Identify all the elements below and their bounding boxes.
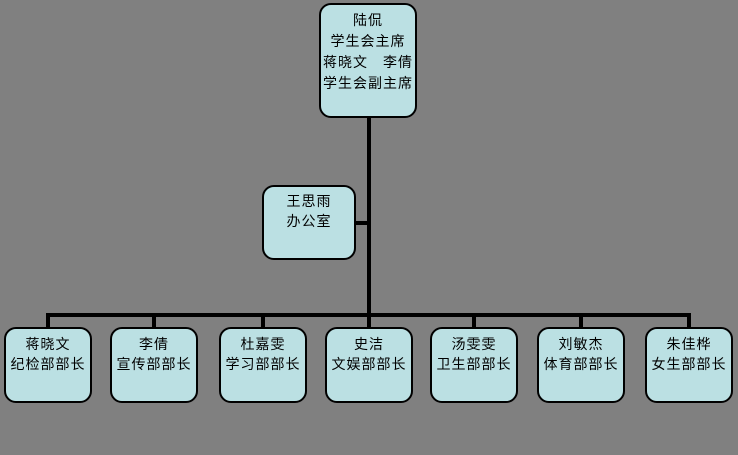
dept-head-name: 蒋晓文 xyxy=(25,337,71,353)
dept-head-name: 刘敏杰 xyxy=(558,337,604,353)
vice-president-title: 学生会副主席 xyxy=(323,76,413,92)
connector-drop-6 xyxy=(579,317,583,328)
vice-president-names: 蒋晓文 李倩 xyxy=(323,55,413,71)
connector-drop-3 xyxy=(261,317,265,328)
office-label: 办公室 xyxy=(286,214,332,230)
dept-head-title: 体育部部长 xyxy=(543,357,619,373)
org-node-recreation-dept[interactable]: 史洁 文娱部部长 xyxy=(325,327,413,403)
connector-horizontal-rail xyxy=(46,313,691,317)
org-node-hygiene-dept[interactable]: 汤雯雯 卫生部部长 xyxy=(430,327,518,403)
dept-head-name: 朱佳桦 xyxy=(666,337,712,353)
org-node-president[interactable]: 陆侃 学生会主席 蒋晓文 李倩 学生会副主席 xyxy=(319,3,417,118)
president-title: 学生会主席 xyxy=(330,34,406,50)
connector-trunk-vertical xyxy=(367,118,371,317)
connector-drop-7 xyxy=(687,317,691,328)
org-node-study-dept[interactable]: 杜嘉雯 学习部部长 xyxy=(219,327,307,403)
connector-drop-1 xyxy=(46,317,50,328)
dept-head-title: 宣传部部长 xyxy=(116,357,192,373)
dept-head-name: 史洁 xyxy=(354,337,384,353)
dept-head-title: 纪检部部长 xyxy=(10,357,86,373)
org-node-sports-dept[interactable]: 刘敏杰 体育部部长 xyxy=(537,327,625,403)
dept-head-name: 杜嘉雯 xyxy=(240,337,286,353)
connector-office-branch xyxy=(354,221,369,225)
dept-head-title: 文娱部部长 xyxy=(331,357,407,373)
connector-drop-4 xyxy=(367,317,371,328)
org-node-publicity-dept[interactable]: 李倩 宣传部部长 xyxy=(110,327,198,403)
connector-drop-2 xyxy=(152,317,156,328)
org-node-office[interactable]: 王思雨 办公室 xyxy=(262,185,356,260)
dept-head-title: 女生部部长 xyxy=(651,357,727,373)
org-node-girls-dept[interactable]: 朱佳桦 女生部部长 xyxy=(645,327,733,403)
office-person-name: 王思雨 xyxy=(286,194,332,210)
dept-head-name: 李倩 xyxy=(139,337,169,353)
connector-drop-5 xyxy=(472,317,476,328)
dept-head-name: 汤雯雯 xyxy=(451,337,497,353)
president-name: 陆侃 xyxy=(353,13,383,29)
dept-head-title: 卫生部部长 xyxy=(436,357,512,373)
org-node-discipline-dept[interactable]: 蒋晓文 纪检部部长 xyxy=(4,327,92,403)
dept-head-title: 学习部部长 xyxy=(225,357,301,373)
